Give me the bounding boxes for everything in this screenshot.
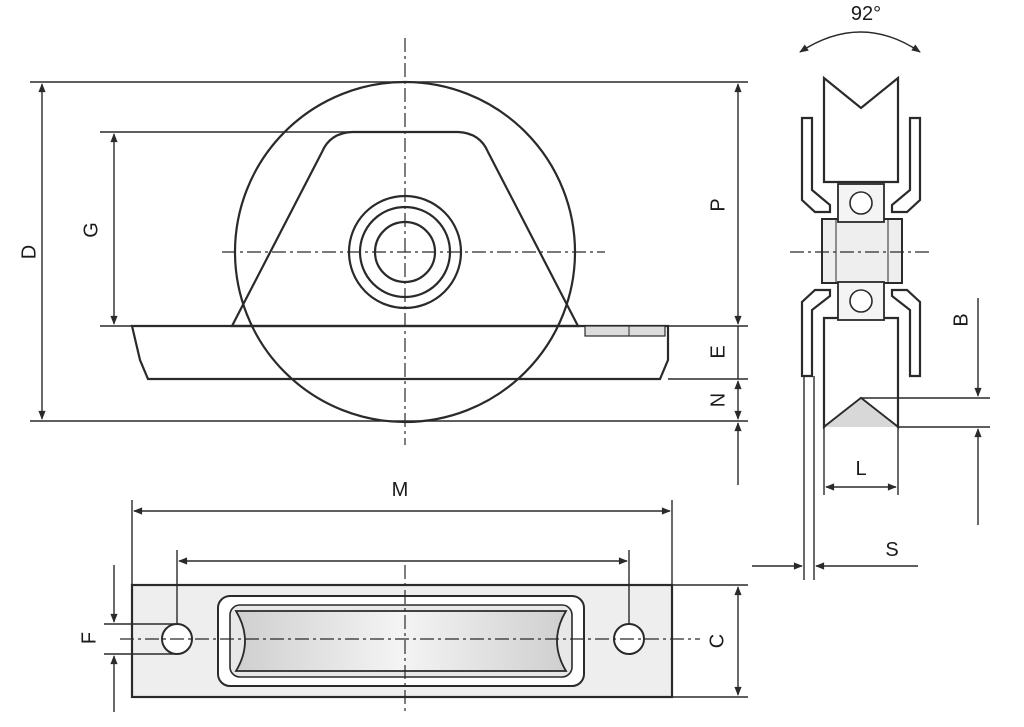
- dimension-labels: D G P E N M F C B L S 92°: [18, 3, 972, 648]
- label-f: F: [78, 632, 100, 644]
- top-dimensions: [104, 500, 748, 712]
- side-plate-left: [800, 116, 832, 214]
- side-wheel-top: [822, 75, 900, 184]
- label-c: C: [706, 634, 728, 648]
- label-d: D: [18, 245, 40, 259]
- side-plate-right: [890, 116, 922, 214]
- front-dimensions: [30, 81, 748, 485]
- side-dimensions: [752, 31, 990, 580]
- label-s: S: [885, 539, 898, 561]
- axle: [821, 218, 903, 284]
- label-p: P: [707, 198, 729, 211]
- label-m: M: [392, 479, 409, 501]
- label-g: G: [80, 222, 102, 238]
- label-n: N: [707, 393, 729, 407]
- base-detail: [584, 325, 666, 337]
- label-angle: 92°: [851, 3, 881, 25]
- side-view: [790, 75, 930, 430]
- label-b: B: [950, 313, 972, 326]
- top-view: [120, 565, 700, 712]
- bracket: [230, 130, 580, 328]
- label-l: L: [855, 458, 866, 480]
- top-wheel: [234, 610, 568, 672]
- label-e: E: [707, 345, 729, 358]
- front-view: [130, 38, 670, 445]
